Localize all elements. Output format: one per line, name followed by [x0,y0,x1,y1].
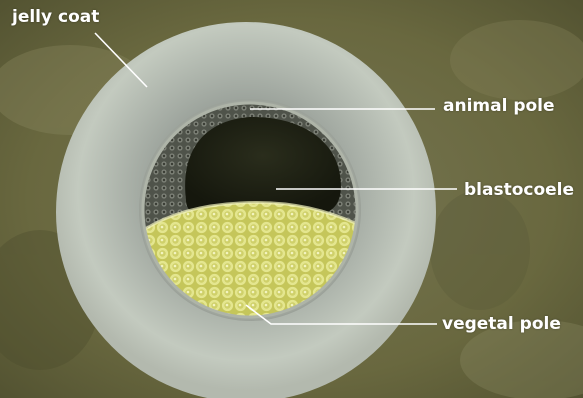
label-jelly-coat: jelly coat [12,7,99,27]
label-animal-pole: animal pole [443,96,555,116]
label-blastocoele: blastocoele [464,180,574,200]
label-vegetal-pole: vegetal pole [442,314,561,334]
